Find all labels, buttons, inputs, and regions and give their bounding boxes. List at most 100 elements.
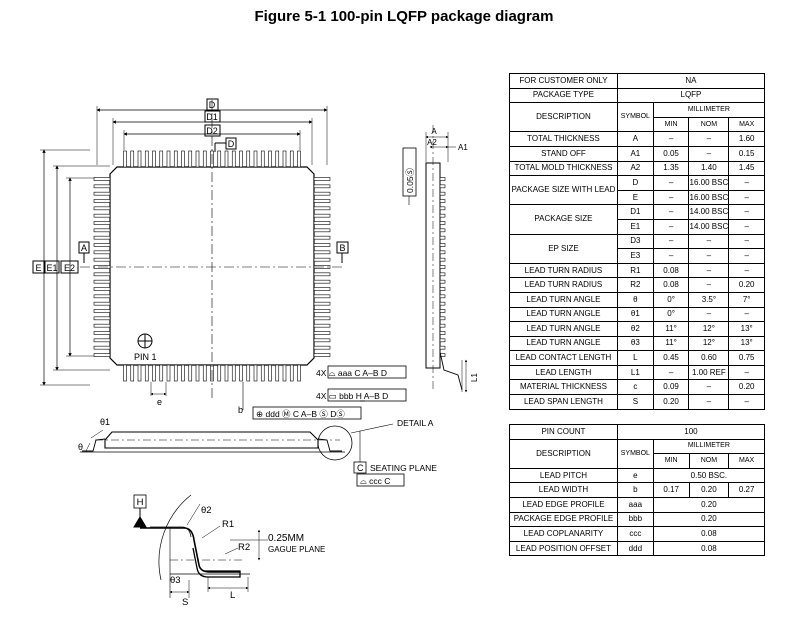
lead-pin (439, 338, 446, 343)
lead-pin (439, 301, 446, 306)
lead-pin (260, 150, 265, 168)
tol-val: 0.08 (652, 540, 766, 557)
lead-pin (297, 150, 301, 168)
side-L1-label: L1 (470, 373, 479, 382)
row-min: – (652, 233, 690, 250)
lead-width-min: 0.17 (652, 482, 690, 498)
row-nom: 3.5° (688, 291, 730, 308)
row-min: – (652, 175, 690, 191)
lead-pin (217, 150, 222, 168)
tol-aaa-frame: 4X ⌓ aaa C A–B D (316, 368, 387, 378)
pin1-label: PIN 1 (134, 352, 157, 362)
row-nom: – (688, 394, 730, 410)
lead-pin (439, 184, 446, 189)
lead-pin (313, 199, 331, 203)
lead-pin (130, 150, 135, 168)
lead-pin (239, 150, 243, 168)
lead-pin (313, 316, 331, 321)
table-header-row: MIN NOM MAX (510, 116, 765, 133)
lead-pin (275, 364, 280, 382)
side-A-label: A (431, 127, 437, 136)
row-description: LEAD TURN ANGLE (509, 291, 618, 308)
lead-pin (144, 150, 149, 168)
table-header-row: DESCRIPTION SYMBOL MILLIMETER (509, 438, 766, 469)
lead-pin (260, 364, 265, 382)
L-label: L (230, 590, 235, 601)
tol-desc: PACKAGE EDGE PROFILE (509, 511, 618, 528)
lead-pin (159, 364, 164, 382)
row-nom: 12° (688, 321, 730, 337)
tol-val: 0.08 (652, 526, 766, 542)
lead-pin (93, 191, 111, 196)
section-view (80, 423, 394, 474)
lead-pin (439, 279, 446, 284)
row-sym: θ2 (616, 321, 654, 337)
lead-pin (313, 184, 331, 189)
side-A1-label: A1 (458, 143, 468, 152)
row-min: 11° (652, 335, 690, 352)
side-flatness-label: 0.05Ⓢ (405, 167, 415, 193)
lead-pin (224, 150, 229, 168)
row-nom: – (688, 233, 730, 250)
row-sym: R1 (616, 262, 654, 279)
lead-pin (123, 364, 127, 382)
theta2-label: θ2 (201, 505, 212, 516)
table-row: LEAD WIDTH b 0.17 0.20 0.27 (509, 482, 765, 498)
lead-pin (93, 250, 111, 255)
lead-pin (313, 191, 331, 196)
row-description: STAND OFF (509, 145, 618, 162)
tol-desc: LEAD EDGE PROFILE (509, 496, 618, 513)
col-description: DESCRIPTION (509, 438, 618, 469)
row-description: LEAD TURN RADIUS (509, 262, 618, 279)
lead-pin (130, 364, 135, 382)
row-min: 11° (652, 321, 690, 337)
lead-pin (297, 364, 301, 382)
lead-pin (181, 364, 185, 382)
row-sym: S (616, 394, 654, 410)
tol-sym: aaa (616, 496, 654, 513)
col-max: MAX (728, 453, 765, 469)
row-description: LEAD CONTACT LENGTH (509, 350, 618, 366)
lead-pin (439, 323, 446, 328)
table-row: PIN COUNT 100 (509, 424, 766, 440)
lead-pin (93, 221, 111, 225)
lead-pin (439, 177, 446, 181)
lead-pin (313, 353, 331, 357)
row-sym: θ3 (616, 335, 654, 352)
lead-pin (181, 150, 185, 168)
row-nom: – (688, 277, 730, 293)
col-min: MIN (652, 116, 690, 133)
lead-pin (439, 265, 446, 269)
lead-pin (439, 221, 446, 225)
row-min: 0° (652, 306, 690, 323)
lead-pin (93, 177, 111, 181)
row-nom: 1.40 (688, 160, 730, 177)
row-sym: D1 (616, 204, 654, 220)
row-max: 0.20 (728, 379, 765, 396)
lead-pin (439, 243, 446, 247)
lead-pin (195, 364, 200, 382)
lead-pin (253, 150, 258, 168)
lead-pin (439, 309, 446, 313)
lead-pin (282, 364, 287, 382)
table-row: PACKAGE TYPE LQFP (509, 87, 766, 104)
customer-label: FOR CUSTOMER ONLY (509, 73, 618, 89)
lead-pin (93, 279, 111, 284)
row-max: – (728, 248, 765, 264)
tolerance-frames (252, 365, 407, 487)
lead-pin (439, 228, 446, 233)
gauge-plane-label: GAGUE PLANE (268, 545, 325, 554)
tol-desc: LEAD POSITION OFFSET (509, 540, 618, 557)
datum-B-label: B (339, 243, 345, 253)
row-nom: – (688, 262, 730, 279)
lead-pin (93, 338, 111, 343)
row-max: – (728, 394, 765, 410)
lead-pin (439, 345, 446, 350)
R2-label: R2 (238, 542, 250, 553)
dim-E2-label: E2 (64, 263, 75, 273)
